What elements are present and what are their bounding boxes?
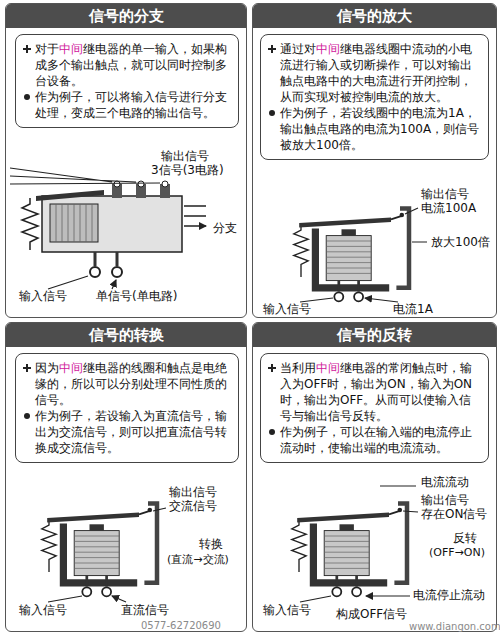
signal-label: 电流流动 <box>420 476 470 490</box>
signal-label: 输入信号 <box>18 604 68 618</box>
highlight-term: 中间 <box>59 42 83 56</box>
bullet-text: 对于中间继电器的单一输入，如果构成多个输出触点，就可以同时控制多台设备。 <box>22 41 232 89</box>
bullet-text: 作为例子，可以在输入端的电流停止流动时，使输出端的电流流动。 <box>267 424 482 456</box>
bullet-text: 通过对中间继电器线圈中流动的小电流进行输入或切断操作，可以对输出触点电路中的大电… <box>267 41 482 105</box>
signal-label: 电流停止流动 <box>412 589 486 603</box>
bullet-text: 因为中间继电器的线圈和触点是电绝缘的，所以可以分别处理不同性质的信号。 <box>22 360 232 408</box>
highlight-term: 中间 <box>316 42 340 56</box>
relay-drawing <box>42 504 157 597</box>
relay-drawing <box>292 504 407 597</box>
text-box: 当利用中间继电器的常闭触点时，输入为OFF时，输出为ON，输入为ON时，输出为O… <box>260 353 489 463</box>
relay-drawing <box>294 209 409 302</box>
highlight-term: 中间 <box>59 361 83 375</box>
text-box: 对于中间继电器的单一输入，如果构成多个输出触点，就可以同时控制多台设备。作为例子… <box>15 34 239 128</box>
bullet-text: 当利用中间继电器的常闭触点时，输入为OFF时，输出为ON，输入为ON时，输出为O… <box>267 360 482 424</box>
signal-label: 直流信号 <box>120 604 170 618</box>
panel: 信号的分支对于中间继电器的单一输入，如果构成多个输出触点，就可以同时控制多台设备… <box>5 3 247 318</box>
signal-label: (直流→交流) <box>166 554 230 567</box>
panel: 信号的转换因为中间继电器的线圈和触点是电绝缘的，所以可以分别处理不同性质的信号。… <box>5 322 247 632</box>
signal-label: 电流1A <box>392 303 434 317</box>
signal-label: 输入信号 <box>262 303 312 317</box>
signal-label: 构成OFF信号 <box>335 608 408 622</box>
bullet-text: 作为例子，可以将输入信号进行分支处理，变成三个电路的输出信号。 <box>22 89 232 121</box>
panel-title: 信号的反转 <box>253 323 496 347</box>
signal-label: 交流信号 <box>168 500 218 514</box>
signal-label: 输出信号 <box>168 486 218 500</box>
signal-label: 转换 <box>198 538 224 552</box>
signal-arrows <box>48 508 166 602</box>
signal-label: 电流100A <box>420 202 477 216</box>
signal-arrows <box>300 486 418 602</box>
signal-label: 3信号(3电路) <box>150 164 225 178</box>
signal-label: 放大100倍 <box>430 236 491 250</box>
text-box: 因为中间继电器的线圈和触点是电绝缘的，所以可以分别处理不同性质的信号。作为例子，… <box>15 353 239 463</box>
watermark: www.diangon.com <box>408 621 500 633</box>
signal-label: 存在ON信号 <box>420 508 488 522</box>
signal-label: 单信号(单电路) <box>95 290 178 304</box>
signal-label: 分支 <box>212 222 238 236</box>
bullet-text: 作为例子，若设输入为直流信号，输出为交流信号，则可以把直流信号转换成交流信号。 <box>22 408 232 456</box>
signal-label: 输入信号 <box>18 290 68 304</box>
bullet-text: 作为例子，若设线圈中的电流为1A，输出触点电路的电流为100A，则信号被放大10… <box>267 105 482 153</box>
branch-relay <box>10 168 206 289</box>
panel-title: 信号的放大 <box>253 4 496 28</box>
signal-label: (OFF→ON) <box>428 547 486 560</box>
highlight-term: 中间 <box>316 361 340 375</box>
panel: 信号的放大通过对中间继电器线圈中流动的小电流进行输入或切断操作，可以对输出触点电… <box>252 3 497 318</box>
signal-label: 输入信号 <box>262 604 312 618</box>
signal-label: 输出信号 <box>420 494 470 508</box>
signal-label: 输出信号 <box>160 150 210 164</box>
panel-title: 信号的分支 <box>6 4 246 28</box>
signal-label: 反转 <box>452 532 478 546</box>
panel-title: 信号的转换 <box>6 323 246 347</box>
signal-arrows <box>300 208 427 302</box>
text-box: 通过对中间继电器线圈中流动的小电流进行输入或切断操作，可以对输出触点电路中的大电… <box>260 34 489 160</box>
signal-label: 输出信号 <box>420 188 470 202</box>
watermark: 0577-62720690 <box>140 620 222 632</box>
